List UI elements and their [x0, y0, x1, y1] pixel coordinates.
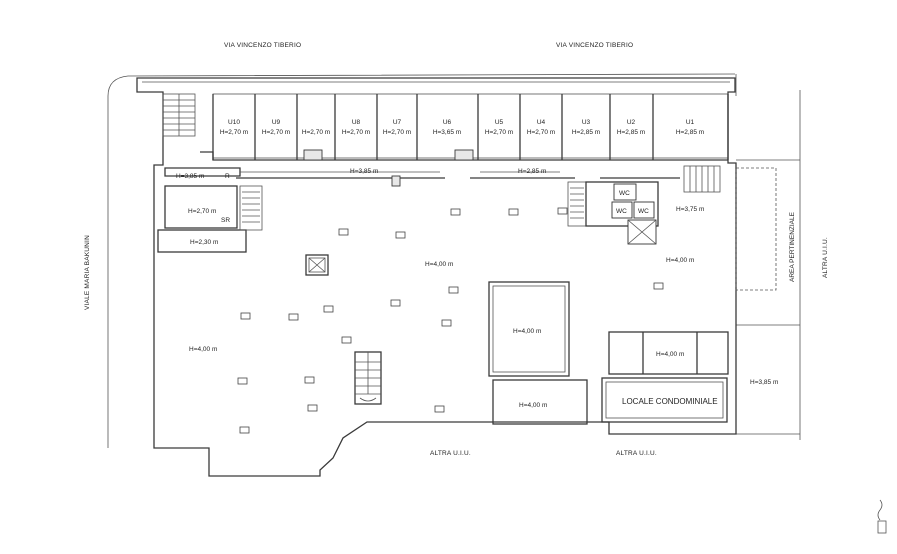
unit-height: H=2,70 m [383, 129, 411, 136]
unit-height: H=3,65 m [433, 129, 461, 136]
wc-cluster [567, 165, 721, 245]
pertinence-label: AREA PERTINENZIALE [789, 211, 796, 282]
street-top-left: VIA VINCENZO TIBERIO [224, 42, 301, 49]
street-top-right: VIA VINCENZO TIBERIO [556, 42, 633, 49]
unit-height: H=2,70 m [342, 129, 370, 136]
corridor-r-label: R [225, 173, 230, 180]
column [304, 376, 315, 384]
site-edges [107, 73, 801, 448]
main-right-height: H=4,00 m [666, 257, 694, 264]
column [323, 305, 334, 313]
unit-name: U9 [272, 119, 281, 126]
column [237, 377, 248, 385]
main-center-height: H=4,00 m [425, 261, 453, 268]
column [441, 319, 452, 327]
unit-height: H=2,85 m [572, 129, 600, 136]
column [390, 299, 401, 307]
column [341, 336, 352, 344]
unit-name: U8 [352, 119, 361, 126]
unit-name: U6 [443, 119, 452, 126]
column [239, 426, 250, 434]
column [557, 207, 568, 215]
unit-name: U1 [686, 119, 695, 126]
unit-name: U4 [537, 119, 546, 126]
inner-block [488, 281, 570, 377]
north-symbol-icon [877, 499, 887, 534]
unit-height: H=2,70 m [302, 129, 330, 136]
wc-area-height: H=3,75 m [676, 206, 704, 213]
right-small-rooms [608, 331, 729, 375]
columns [237, 207, 664, 434]
column [450, 208, 461, 216]
unit-name: U10 [228, 119, 240, 126]
column [288, 313, 299, 321]
unit-height: H=2,85 m [617, 129, 645, 136]
unit-height: H=2,70 m [220, 129, 248, 136]
street-right: ALTRA U.I.U. [822, 237, 829, 278]
corridor-mid-height: H=3,85 m [350, 168, 378, 175]
unit-height: H=2,70 m [262, 129, 290, 136]
right-small-height: H=4,00 m [656, 351, 684, 358]
column [508, 208, 519, 216]
bottom-center-height: H=4,00 m [519, 402, 547, 409]
column [448, 286, 459, 294]
stair-main [354, 351, 382, 405]
main-left-height: H=4,00 m [189, 346, 217, 353]
wc-3: WC [638, 208, 649, 215]
column [307, 404, 318, 412]
column [240, 312, 251, 320]
lift-shaft [305, 254, 329, 276]
unit-height: H=2,85 m [676, 129, 704, 136]
column [395, 231, 406, 239]
unit-name: U2 [627, 119, 636, 126]
wc-1: WC [619, 190, 630, 197]
building-outline [136, 77, 737, 477]
corridor [164, 149, 680, 187]
pertinence-area [735, 167, 777, 291]
condominium-room [601, 377, 728, 423]
street-bottom-left: ALTRA U.I.U. [430, 450, 471, 457]
column [653, 282, 664, 290]
below-sr-height: H=2,30 m [190, 239, 218, 246]
street-left: VIALE MARIA BAKUNIN [84, 235, 91, 310]
inner-block-height: H=4,00 m [513, 328, 541, 335]
sr-rooms [157, 185, 263, 253]
unit-name: U7 [393, 119, 402, 126]
column [338, 228, 349, 236]
corridor-right-height: H=2,85 m [518, 168, 546, 175]
unit-height: H=2,70 m [485, 129, 513, 136]
far-right-height: H=3,85 m [750, 379, 778, 386]
unit-height: H=2,70 m [527, 129, 555, 136]
unit-name: U5 [495, 119, 504, 126]
bottom-center-room [492, 379, 588, 425]
street-bottom-right: ALTRA U.I.U. [616, 450, 657, 457]
column [434, 405, 445, 413]
unit-name: U3 [582, 119, 591, 126]
wc-2: WC [616, 208, 627, 215]
sr-label: SR [221, 217, 230, 224]
corridor-left-height: H=3,85 m [176, 173, 204, 180]
condominium-label: LOCALE CONDOMINIALE [622, 397, 718, 406]
sr-height: H=2,70 m [188, 208, 216, 215]
stair-top-left [162, 93, 196, 137]
